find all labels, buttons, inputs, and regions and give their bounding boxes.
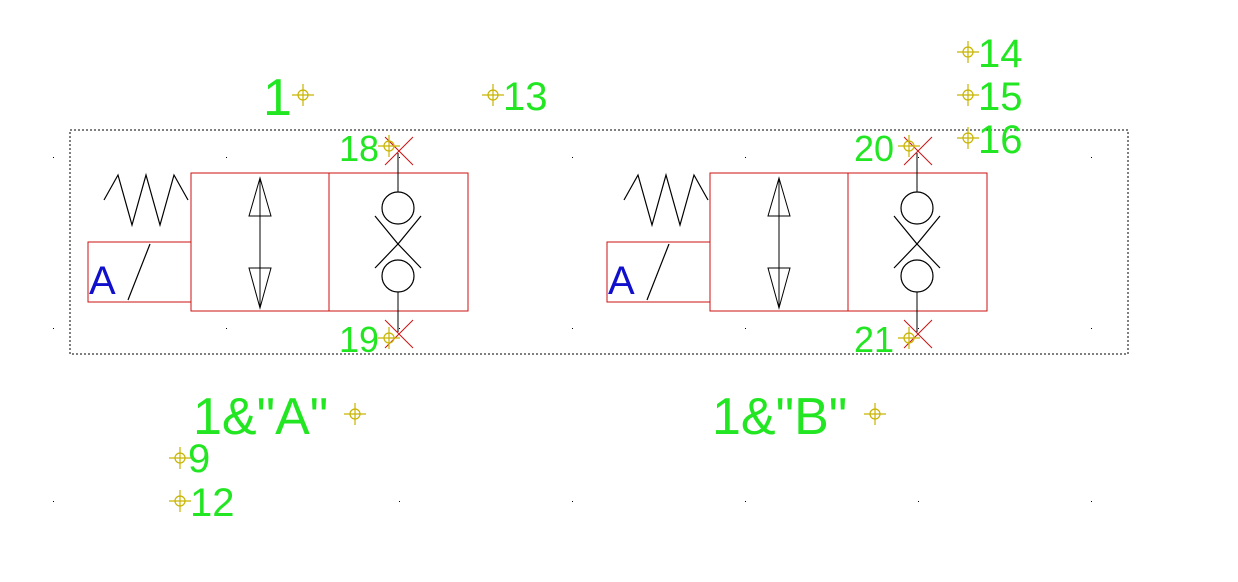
- grid-dot: [226, 328, 227, 329]
- port-label-bottom: 21: [854, 319, 894, 360]
- grid-dot: [399, 328, 400, 329]
- spring-icon: [623, 172, 709, 228]
- check-ball-lower-icon: [900, 259, 934, 293]
- spring-icon: [103, 172, 189, 228]
- solenoid-slash-icon: [127, 243, 151, 301]
- grid-dot: [1091, 501, 1092, 502]
- grid-dot: [53, 501, 54, 502]
- grid-dot: [226, 157, 227, 158]
- grid-dot: [1091, 328, 1092, 329]
- arrow-down-icon: [767, 267, 791, 310]
- valve-tag-a[interactable]: 1&"A": [193, 388, 328, 446]
- grid-dot: [53, 328, 54, 329]
- attribute-label-14[interactable]: 14: [978, 32, 1023, 76]
- grid-dot: [1091, 157, 1092, 158]
- grid-dot: [572, 157, 573, 158]
- grid-dot: [745, 328, 746, 329]
- grid-dot: [572, 501, 573, 502]
- coil-letter: A: [608, 259, 635, 303]
- valve-a[interactable]: A 18 19: [87, 128, 469, 360]
- port-label-top: 20: [854, 128, 894, 169]
- solenoid-slash-icon: [646, 243, 670, 301]
- attribute-label-9[interactable]: 9: [188, 437, 210, 481]
- attribute-label-12[interactable]: 12: [190, 481, 235, 525]
- valve-tag-b[interactable]: 1&"B": [712, 388, 847, 446]
- grid-dot: [399, 157, 400, 158]
- grid-dot: [918, 501, 919, 502]
- port-label-bottom: 19: [339, 319, 379, 360]
- grid-dot: [399, 501, 400, 502]
- attribute-label-13[interactable]: 13: [503, 75, 548, 119]
- check-ball-upper-icon: [900, 191, 934, 225]
- valve-b[interactable]: A 20 21: [606, 128, 988, 360]
- selection-boundary[interactable]: [69, 129, 1129, 355]
- grid-dot: [53, 157, 54, 158]
- grid-dot: [226, 501, 227, 502]
- component-ref-label[interactable]: 1: [263, 69, 292, 127]
- grid-dot: [745, 157, 746, 158]
- grid-dot: [745, 501, 746, 502]
- grid-dot: [572, 328, 573, 329]
- check-ball-lower-icon: [381, 259, 415, 293]
- grid-dot: [918, 157, 919, 158]
- grid-dots: [53, 157, 1092, 502]
- attribute-label-15[interactable]: 15: [978, 75, 1023, 119]
- check-ball-upper-icon: [381, 191, 415, 225]
- arrow-up-icon: [248, 176, 272, 217]
- arrow-down-icon: [248, 267, 272, 310]
- attribute-label-16[interactable]: 16: [978, 118, 1023, 162]
- grid-dot: [918, 328, 919, 329]
- port-label-top: 18: [339, 128, 379, 169]
- arrow-up-icon: [767, 176, 791, 217]
- coil-letter: A: [89, 259, 116, 303]
